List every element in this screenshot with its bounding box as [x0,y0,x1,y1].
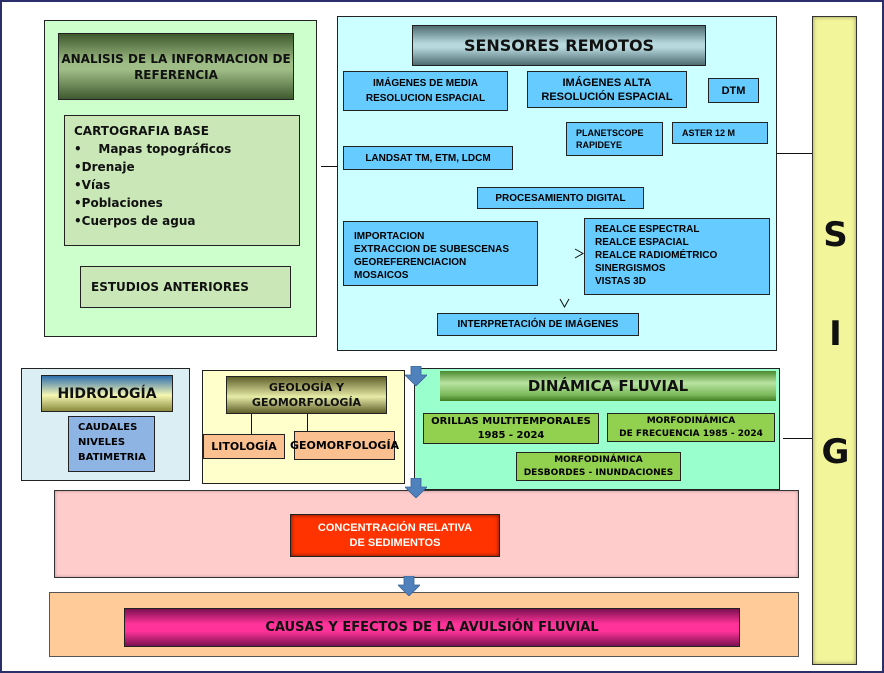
interpretacion-box: INTERPRETACIÓN DE IMÁGENES [437,313,639,336]
sig-letter-g: G [821,432,850,472]
connector-line [783,438,812,439]
sensores-title: SENSORES REMOTOS [412,25,706,66]
connector-line [307,414,308,431]
dtm-box: DTM [708,78,759,103]
arrow-right-icon [574,248,584,259]
cartografia-item: •Poblaciones [74,196,163,210]
connector-line [777,153,812,154]
realce-box: REALCE ESPECTRAL REALCE ESPACIAL REALCE … [584,218,770,295]
flow-arrow-down-icon [398,576,420,596]
flow-arrow-down-icon [405,478,427,498]
cartografia-item: •Vías [74,178,111,192]
cartografia-item: •Drenaje [74,160,135,174]
reference-title: ANALISIS DE LA INFORMACION DE REFERENCIA [58,33,294,100]
connector-line [321,166,337,167]
hidrologia-title: HIDROLOGÍA [41,375,173,412]
cartografia-heading: CARTOGRAFIA BASE [74,124,209,138]
geomorfologia-box: GEOMORFOLOGÍA [290,431,399,460]
sensores-panel [337,16,777,351]
preprocessing-box: IMPORTACION EXTRACCION DE SUBESCENAS GEO… [343,221,538,286]
causas-box: CAUSAS Y EFECTOS DE LA AVULSIÓN FLUVIAL [124,608,740,647]
flow-arrow-down-icon [405,366,427,386]
sig-letter-s: S [823,215,848,255]
hidrologia-items: CAUDALES NIVELES BATIMETRIA [68,416,155,472]
cartografia-item: • Mapas topográficos [74,142,232,156]
sig-bar: S I G [812,16,857,665]
aster-box: ASTER 12 M [672,122,768,144]
procesamiento-box: PROCESAMIENTO DIGITAL [477,187,644,209]
dinamica-title: DINÁMICA FLUVIAL [440,371,776,401]
connector-line [251,414,252,442]
litologia-box: LITOLOGÍA [203,434,285,459]
sig-letter-i: I [829,314,842,354]
cartografia-item: •Cuerpos de agua [74,214,196,228]
estudios-anteriores-box: ESTUDIOS ANTERIORES [80,266,291,308]
arrow-down-icon [559,298,570,308]
cartografia-box: CARTOGRAFIA BASE • Mapas topográficos •D… [64,115,300,246]
landsat-box: LANDSAT TM, ETM, LDCM [343,146,513,170]
